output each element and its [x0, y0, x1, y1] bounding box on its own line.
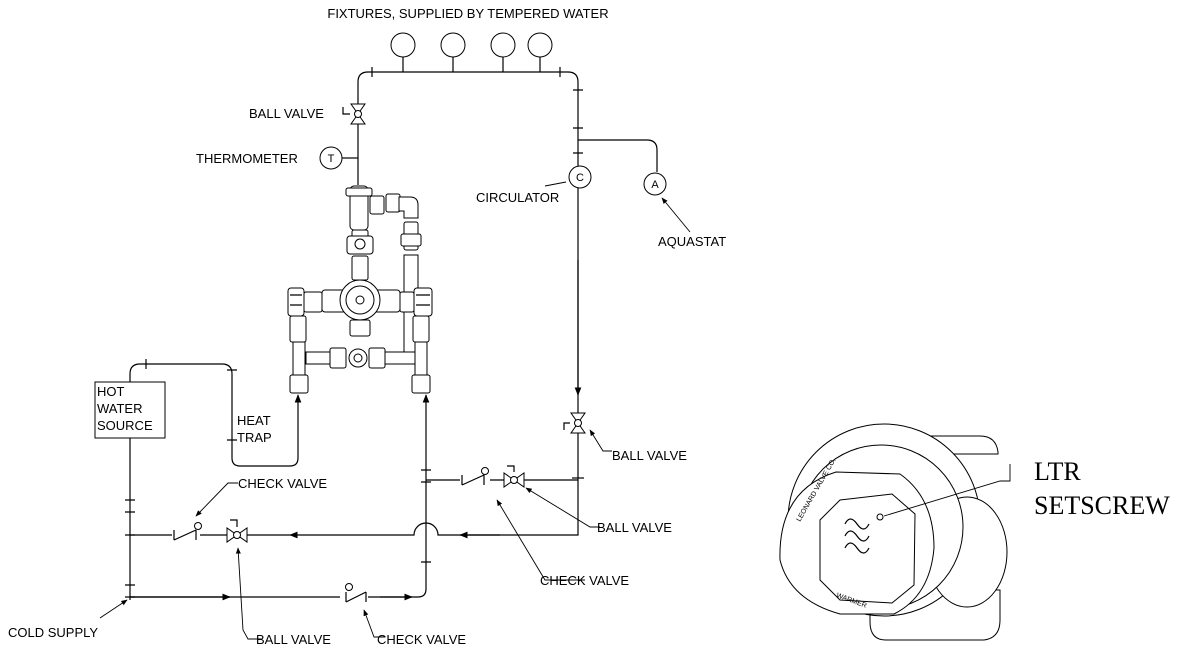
ball-valve-bottom-label: BALL VALVE — [256, 632, 331, 646]
check-valve-bottom-label: CHECK VALVE — [377, 632, 466, 646]
ball-valve-top-label: BALL VALVE — [249, 106, 324, 121]
hot-water-source-line2: WATER — [97, 401, 143, 416]
check-valve-mid-label: CHECK VALVE — [540, 573, 629, 588]
supply-header-pipe — [357, 71, 579, 470]
fixture-1 — [390, 32, 416, 58]
aquastat-icon: A — [643, 172, 667, 196]
fixtures-group — [390, 32, 553, 72]
circulator-icon: C — [568, 165, 592, 189]
ball-valve-recirc — [503, 465, 525, 488]
check-valve-left — [173, 522, 202, 541]
thermometer-icon: T — [319, 146, 358, 170]
ball-valve-right-label: BALL VALVE — [612, 448, 687, 463]
check-valve-mid — [461, 467, 489, 486]
heat-trap-line1: HEAT — [237, 413, 271, 428]
heat-trap-line2: TRAP — [237, 430, 272, 445]
check-valve-bottom — [345, 583, 367, 603]
fixture-2 — [440, 32, 466, 58]
fixture-4 — [527, 32, 553, 58]
check-valve-left-label: CHECK VALVE — [238, 476, 327, 491]
ball-valve-mid-label: BALL VALVE — [597, 520, 672, 535]
fixture-3 — [490, 32, 516, 58]
ball-valve-right — [563, 412, 586, 434]
ball-valve-mid — [226, 519, 248, 543]
circulator-symbol: C — [576, 172, 584, 184]
setscrew-label: SETSCREW — [1034, 491, 1170, 520]
return-line — [130, 470, 579, 536]
hot-water-source-box — [94, 381, 166, 439]
hot-water-source-line3: SOURCE — [97, 418, 153, 433]
ltr-valve-illustration: LEONARD VALVE CO. WARMER — [779, 423, 1008, 641]
aquastat-symbol: A — [651, 179, 659, 191]
mixing-valve-assembly — [287, 185, 433, 394]
cold-supply-label: COLD SUPPLY — [8, 625, 98, 640]
fixtures-label: FIXTURES, SUPPLIED BY TEMPERED WATER — [327, 6, 608, 21]
hot-water-source-line1: HOT — [97, 384, 125, 399]
hot-supply-pipe — [129, 363, 302, 467]
circulator-label: CIRCULATOR — [476, 190, 559, 205]
thermometer-symbol: T — [328, 153, 335, 165]
cold-supply-line — [130, 395, 426, 598]
thermometer-label: THERMOMETER — [196, 151, 298, 166]
aquastat-label: AQUASTAT — [658, 234, 726, 249]
ltr-label: LTR — [1034, 457, 1081, 486]
ball-valve-top — [342, 103, 366, 125]
